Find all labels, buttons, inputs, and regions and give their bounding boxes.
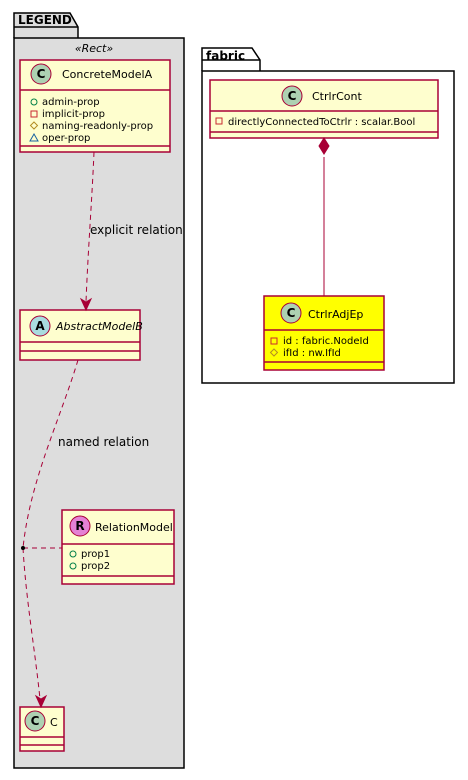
abstract-badge-icon: A <box>29 315 51 337</box>
attribute-label: prop2 <box>81 561 110 572</box>
arrowhead-icon <box>34 694 48 709</box>
attribute-label: admin-prop <box>42 97 100 108</box>
private-visibility-icon <box>215 117 223 125</box>
relation-badge-icon: R <box>69 515 91 537</box>
association-point-icon <box>21 546 25 550</box>
svg-text:A: A <box>35 319 45 333</box>
class-abstract-model-b[interactable]: A AbstractModelB <box>19 309 143 361</box>
package-visibility-icon <box>29 132 39 142</box>
attribute-label: oper-prop <box>42 133 90 144</box>
class-ctrlr-adj-ep[interactable]: C CtrlrAdjEp id : fabric.NodeId ifId : n… <box>263 295 385 371</box>
attr-prop2: prop2 <box>69 561 110 572</box>
attr-naming-readonly-prop: naming-readonly-prop <box>29 121 153 132</box>
protected-visibility-icon <box>29 121 39 130</box>
arrowhead-icon <box>79 297 93 312</box>
class-c[interactable]: C C <box>19 706 65 752</box>
private-visibility-icon <box>30 110 38 118</box>
class-badge-icon: C <box>30 63 52 85</box>
svg-text:R: R <box>75 519 84 533</box>
class-badge-icon: C <box>24 710 46 732</box>
class-concrete-model-a[interactable]: C ConcreteModelA admin-prop implicit-pro… <box>19 59 171 153</box>
attr-if-id: ifId : nw.IfId <box>269 348 341 359</box>
class-badge-icon: C <box>281 85 303 107</box>
public-visibility-icon <box>30 98 38 106</box>
private-visibility-icon <box>270 337 278 345</box>
class-ctrlr-cont[interactable]: C CtrlrCont directlyConnectedToCtrlr : s… <box>209 79 439 139</box>
named-relation-label: named relation <box>58 435 149 449</box>
attr-admin-prop: admin-prop <box>30 97 100 108</box>
attribute-label: naming-readonly-prop <box>42 121 153 132</box>
explicit-relation-label: explicit relation <box>90 223 183 237</box>
public-visibility-icon <box>69 562 77 570</box>
legend-package-title: LEGEND <box>18 13 72 27</box>
svg-text:C: C <box>37 67 46 81</box>
class-name: AbstractModelB <box>55 320 143 333</box>
svg-text:C: C <box>31 714 40 728</box>
class-name: CtrlrAdjEp <box>308 308 363 321</box>
legend-stereotype: «Rect» <box>75 42 114 55</box>
class-name: C <box>50 716 58 729</box>
composition-diamond-icon <box>318 137 330 155</box>
edge-composition <box>318 137 330 296</box>
attr-implicit-prop: implicit-prop <box>30 109 105 120</box>
edge-named-relation: named relation <box>21 359 149 709</box>
public-visibility-icon <box>69 550 77 558</box>
class-relation-model[interactable]: R RelationModel prop1 prop2 <box>61 509 175 585</box>
edge-explicit-relation: explicit relation <box>79 151 183 312</box>
fabric-package-title: fabric <box>206 49 245 63</box>
attribute-label: id : fabric.NodeId <box>283 336 369 347</box>
attr-prop1: prop1 <box>69 549 110 560</box>
attribute-label: ifId : nw.IfId <box>283 348 341 359</box>
attribute-label: implicit-prop <box>42 109 105 120</box>
attr-oper-prop: oper-prop <box>29 132 90 144</box>
attribute-label: directlyConnectedToCtrlr : scalar.Bool <box>228 117 415 128</box>
attribute-label: prop1 <box>81 549 110 560</box>
attr-id: id : fabric.NodeId <box>270 336 369 347</box>
attr-directly-connected: directlyConnectedToCtrlr : scalar.Bool <box>215 117 415 128</box>
class-name: CtrlrCont <box>312 90 362 103</box>
svg-text:C: C <box>287 306 296 320</box>
class-name: RelationModel <box>95 521 173 534</box>
legend-package: LEGEND «Rect» <box>13 12 185 769</box>
protected-visibility-icon <box>269 348 279 357</box>
svg-text:C: C <box>288 89 297 103</box>
class-name: ConcreteModelA <box>62 68 153 81</box>
class-badge-icon: C <box>280 302 302 324</box>
